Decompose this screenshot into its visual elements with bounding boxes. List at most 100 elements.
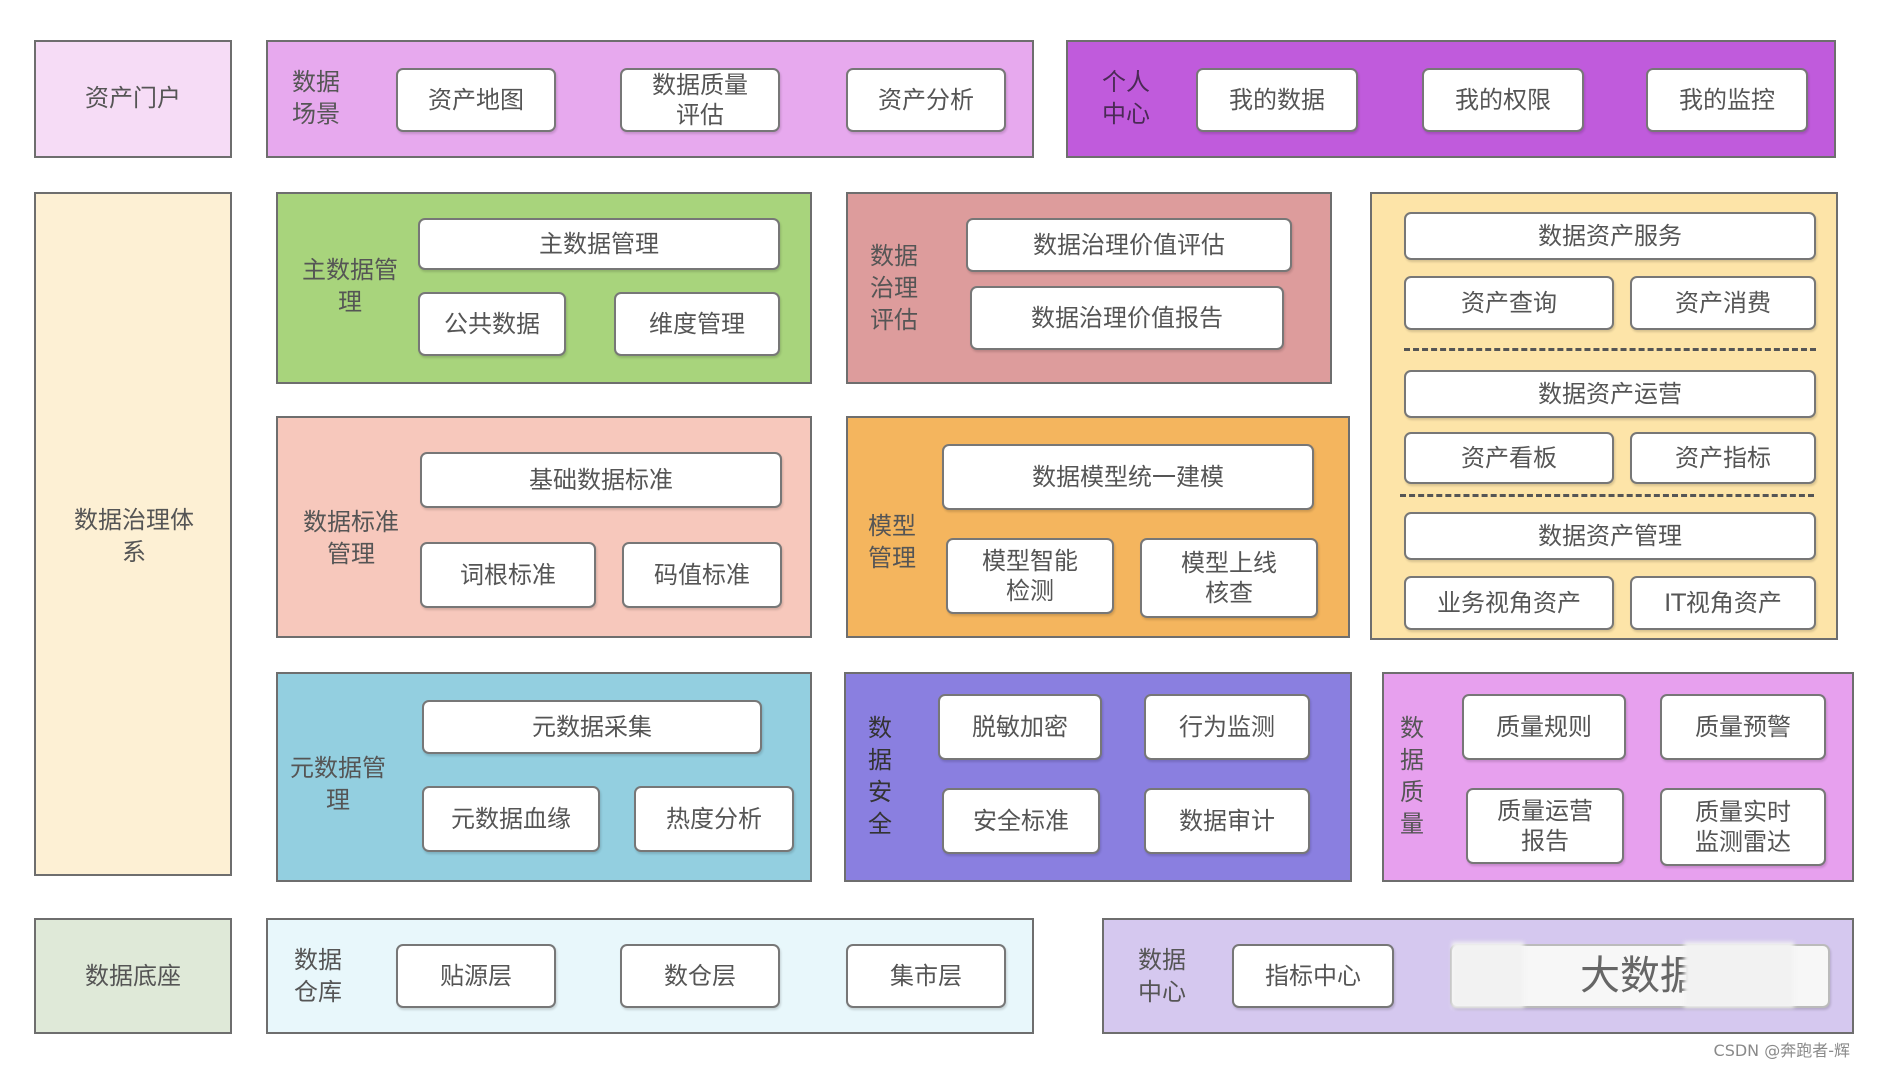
asset-board-label: 资产看板 xyxy=(1461,444,1557,472)
dw-layer-button[interactable]: 数仓层 xyxy=(620,944,780,1008)
security-standard-label: 安全标准 xyxy=(973,807,1069,835)
watermark: CSDN @奔跑者-辉 xyxy=(1713,1041,1850,1060)
data-center-title: 数据中心 xyxy=(1138,946,1186,1006)
my-data-label: 我的数据 xyxy=(1229,86,1325,114)
asset-portal-panel: 资产门户 xyxy=(34,40,232,158)
my-permission-button[interactable]: 我的权限 xyxy=(1422,68,1584,132)
metadata-collect-label: 元数据采集 xyxy=(532,713,652,741)
value-report-label: 数据治理价值报告 xyxy=(1031,304,1223,332)
public-data-button[interactable]: 公共数据 xyxy=(418,292,566,356)
asset-analysis-label: 资产分析 xyxy=(878,86,974,114)
governance-system-title: 数据治理体系 xyxy=(74,506,194,566)
asset-query-label: 资产查询 xyxy=(1461,289,1557,317)
data-quality-eval-label: 数据质量评估 xyxy=(652,71,748,129)
master-data-mgmt-button[interactable]: 主数据管理 xyxy=(418,218,780,270)
master-data-mgmt-label: 主数据管理 xyxy=(539,230,659,258)
governance-eval-panel: 数据治理评估 数据治理价值评估 数据治理价值报告 xyxy=(846,192,1332,384)
quality-radar-label: 质量实时监测雷达 xyxy=(1695,798,1791,856)
asset-operation-button[interactable]: 数据资产运营 xyxy=(1404,370,1816,418)
business-view-asset-button[interactable]: 业务视角资产 xyxy=(1404,576,1614,630)
model-mgmt-label: 模型管理 xyxy=(864,510,920,574)
data-warehouse-label: 数据仓库 xyxy=(290,944,346,1008)
metadata-lineage-button[interactable]: 元数据血缘 xyxy=(422,786,600,852)
behavior-monitor-label: 行为监测 xyxy=(1179,713,1275,741)
model-online-check-button[interactable]: 模型上线核查 xyxy=(1140,538,1318,618)
asset-service-button[interactable]: 数据资产服务 xyxy=(1404,212,1816,260)
data-audit-button[interactable]: 数据审计 xyxy=(1144,788,1310,854)
basic-standard-button[interactable]: 基础数据标准 xyxy=(420,452,782,508)
personal-center-panel: 个人中心 我的数据 我的权限 我的监控 xyxy=(1066,40,1836,158)
asset-management-label: 数据资产管理 xyxy=(1538,522,1682,550)
model-detect-button[interactable]: 模型智能检测 xyxy=(946,538,1114,614)
data-quality-title: 数据质量 xyxy=(1400,714,1424,838)
mart-layer-button[interactable]: 集市层 xyxy=(846,944,1006,1008)
asset-map-button[interactable]: 资产地图 xyxy=(396,68,556,132)
metadata-panel: 元数据管理 元数据采集 元数据血缘 热度分析 xyxy=(276,672,812,882)
governance-eval-label: 数据治理评估 xyxy=(866,240,922,336)
data-scene-panel: 数据场景 资产地图 数据质量评估 资产分析 xyxy=(266,40,1034,158)
master-data-title: 主数据管理 xyxy=(302,256,398,316)
asset-management-button[interactable]: 数据资产管理 xyxy=(1404,512,1816,560)
root-standard-button[interactable]: 词根标准 xyxy=(420,542,596,608)
big-data-label: 大数据 xyxy=(1580,953,1700,999)
it-view-asset-button[interactable]: IT视角资产 xyxy=(1630,576,1816,630)
code-standard-button[interactable]: 码值标准 xyxy=(622,542,782,608)
asset-portal-label: 资产门户 xyxy=(85,84,181,112)
metadata-collect-button[interactable]: 元数据采集 xyxy=(422,700,762,754)
asset-metric-label: 资产指标 xyxy=(1675,444,1771,472)
it-view-asset-label: IT视角资产 xyxy=(1664,589,1782,617)
data-base-panel: 数据底座 xyxy=(34,918,232,1034)
dimension-mgmt-label: 维度管理 xyxy=(649,310,745,338)
asset-service-label: 数据资产服务 xyxy=(1538,222,1682,250)
personal-center-title: 个人中心 xyxy=(1102,68,1150,128)
data-standard-label: 数据标准管理 xyxy=(292,506,410,570)
security-standard-button[interactable]: 安全标准 xyxy=(942,788,1100,854)
master-data-label: 主数据管理 xyxy=(302,254,398,318)
value-report-button[interactable]: 数据治理价值报告 xyxy=(970,286,1284,350)
quality-rule-button[interactable]: 质量规则 xyxy=(1462,694,1626,760)
asset-metric-button[interactable]: 资产指标 xyxy=(1630,432,1816,484)
metadata-label: 元数据管理 xyxy=(290,752,386,816)
data-scene-title: 数据场景 xyxy=(292,68,340,128)
governance-eval-title: 数据治理评估 xyxy=(870,242,918,334)
quality-alert-button[interactable]: 质量预警 xyxy=(1660,694,1826,760)
quality-report-label: 质量运营报告 xyxy=(1497,797,1593,855)
my-data-button[interactable]: 我的数据 xyxy=(1196,68,1358,132)
master-data-panel: 主数据管理 主数据管理 公共数据 维度管理 xyxy=(276,192,812,384)
quality-alert-label: 质量预警 xyxy=(1695,713,1791,741)
metric-center-button[interactable]: 指标中心 xyxy=(1232,944,1394,1008)
value-eval-label: 数据治理价值评估 xyxy=(1033,231,1225,259)
model-mgmt-panel: 模型管理 数据模型统一建模 模型智能检测 模型上线核查 xyxy=(846,416,1350,638)
my-monitor-button[interactable]: 我的监控 xyxy=(1646,68,1808,132)
quality-radar-button[interactable]: 质量实时监测雷达 xyxy=(1660,788,1826,866)
quality-report-button[interactable]: 质量运营报告 xyxy=(1466,788,1624,864)
asset-board-button[interactable]: 资产看板 xyxy=(1404,432,1614,484)
data-quality-label: 数据质量 xyxy=(1398,712,1426,840)
unified-modeling-label: 数据模型统一建模 xyxy=(1032,463,1224,491)
data-asset-panel: 数据资产服务 资产查询 资产消费 数据资产运营 资产看板 资产指标 数据资产管理… xyxy=(1370,192,1838,640)
quality-rule-label: 质量规则 xyxy=(1496,713,1592,741)
unified-modeling-button[interactable]: 数据模型统一建模 xyxy=(942,444,1314,510)
source-layer-button[interactable]: 贴源层 xyxy=(396,944,556,1008)
my-permission-label: 我的权限 xyxy=(1455,86,1551,114)
blurred-overlay-right xyxy=(1684,942,1794,1008)
root-standard-label: 词根标准 xyxy=(460,561,556,589)
asset-analysis-button[interactable]: 资产分析 xyxy=(846,68,1006,132)
behavior-monitor-button[interactable]: 行为监测 xyxy=(1144,694,1310,760)
model-mgmt-title: 模型管理 xyxy=(868,512,916,572)
metadata-title: 元数据管理 xyxy=(290,754,386,814)
heat-analysis-button[interactable]: 热度分析 xyxy=(634,786,794,852)
asset-query-button[interactable]: 资产查询 xyxy=(1404,276,1614,330)
dimension-mgmt-button[interactable]: 维度管理 xyxy=(614,292,780,356)
asset-consume-button[interactable]: 资产消费 xyxy=(1630,276,1816,330)
data-quality-eval-button[interactable]: 数据质量评估 xyxy=(620,68,780,132)
blurred-overlay-left xyxy=(1452,942,1524,1008)
model-online-check-label: 模型上线核查 xyxy=(1181,549,1277,607)
data-base-label: 数据底座 xyxy=(85,962,181,990)
desensitize-button[interactable]: 脱敏加密 xyxy=(938,694,1102,760)
mart-layer-label: 集市层 xyxy=(890,962,962,990)
asset-operation-label: 数据资产运营 xyxy=(1538,380,1682,408)
value-eval-button[interactable]: 数据治理价值评估 xyxy=(966,218,1292,272)
asset-consume-label: 资产消费 xyxy=(1675,289,1771,317)
basic-standard-label: 基础数据标准 xyxy=(529,466,673,494)
